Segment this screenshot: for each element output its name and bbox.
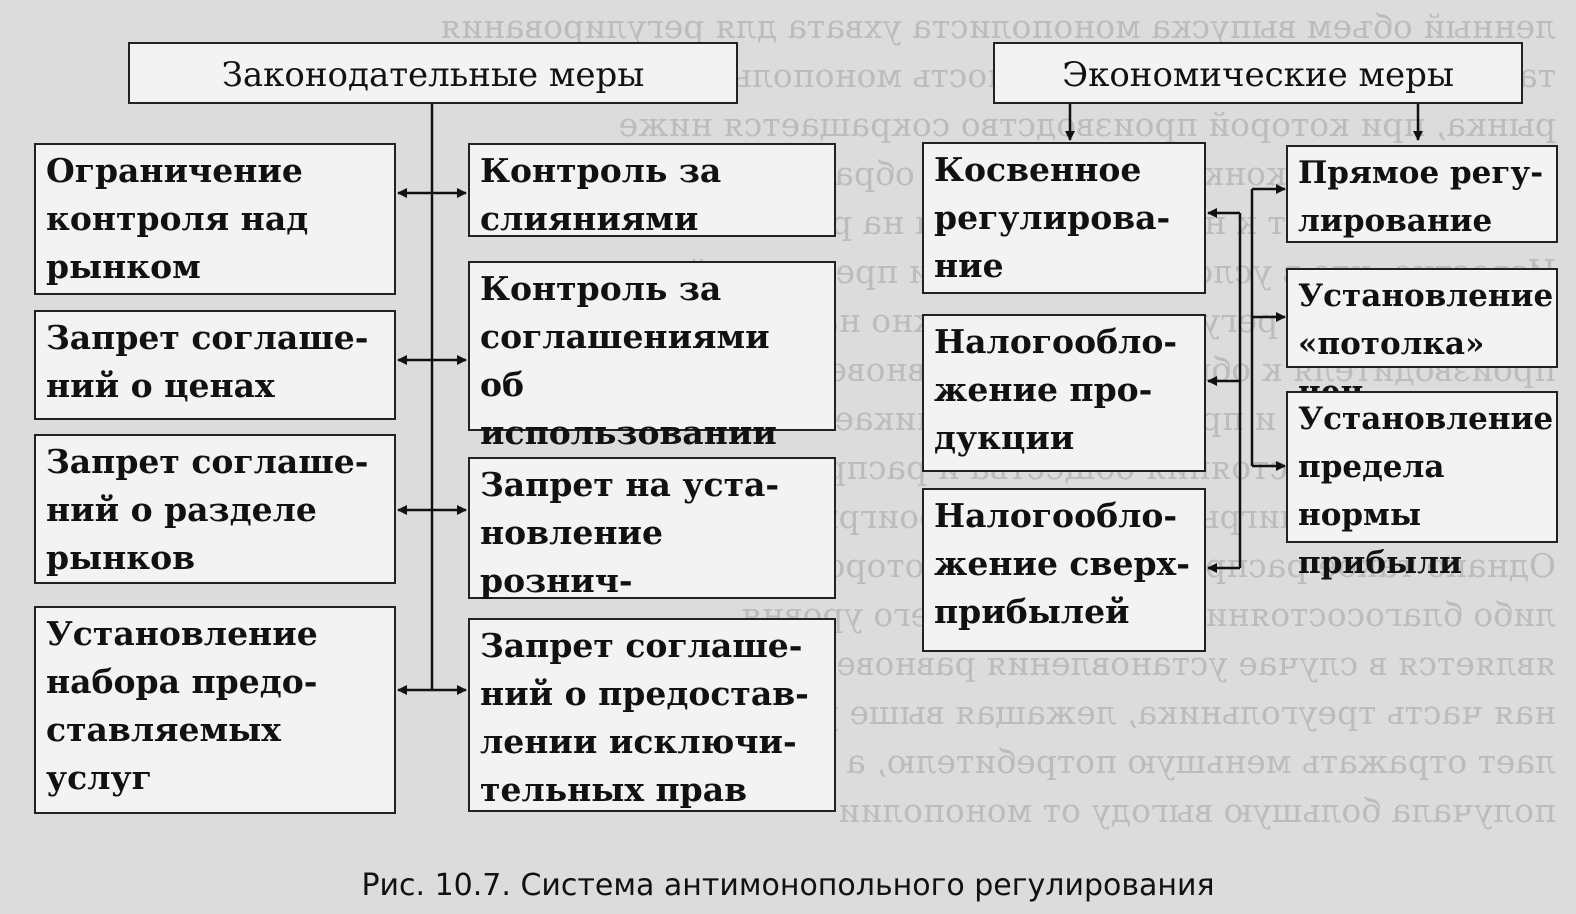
indirect-regulation-box: Косвенное регулирова- ние [922,142,1206,294]
right-box-retail-prices: Запрет на уста- новление рознич- ных цен [468,457,836,648]
price-ceiling-box: Установление «потолка» цен [1286,268,1558,410]
left-box-market-control: Ограничение контроля над рынком [34,143,396,295]
excess-profit-taxation-box: Налогообло- жение сверх- прибылей [922,488,1206,652]
left-box-market-division: Запрет соглаше- ний о разделе рынков [34,434,396,584]
legislative-measures-header: Законодательные меры [128,42,738,104]
product-taxation-box: Налогообло- жение про- дукции [922,314,1206,472]
figure-caption: Рис. 10.7. Система антимонопольного регу… [361,868,1215,903]
direct-regulation-box: Прямое регу- лирование [1286,145,1558,243]
profit-rate-limit-box: Установление предела нормы прибыли [1286,391,1558,581]
right-box-mergers: Контроль за слияниями [468,143,836,238]
right-box-exclusive-rights: Запрет соглаше- ний о предостав- лении и… [468,618,836,812]
left-box-service-set: Установление набора предо- ставляемых ус… [34,606,396,814]
economic-measures-header: Экономические меры [993,42,1523,104]
right-box-product-use-agreements: Контроль за соглашениями об использовани… [468,261,836,500]
left-box-price-agreements: Запрет соглаше- ний о ценах [34,310,396,420]
